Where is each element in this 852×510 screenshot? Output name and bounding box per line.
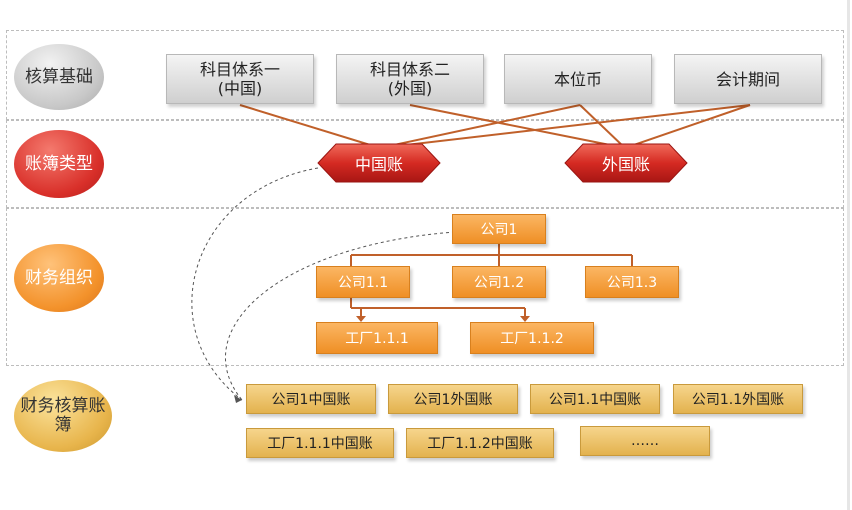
book-company1-1-foreign: 公司1.1外国账: [673, 384, 803, 414]
basis-box-period: 会计期间: [674, 54, 822, 104]
ledger-foreign-label: 外国账: [601, 155, 650, 174]
band-accounting-basis: [6, 30, 844, 120]
book-company1-1-china: 公司1.1中国账: [530, 384, 660, 414]
hexagon-shape: [564, 143, 688, 183]
row-label-financial-org: 财务组织: [14, 244, 104, 312]
line-basis1-china: [239, 104, 381, 149]
book-factory1-1-1-china: 工厂1.1.1中国账: [246, 428, 394, 458]
arrow-factory-2: [520, 316, 530, 322]
org-node-company-1-3: 公司1.3: [585, 266, 679, 298]
book-factory1-1-2-china: 工厂1.1.2中国账: [406, 428, 554, 458]
ledger-hex-china: 中国账: [316, 142, 442, 184]
line-period-foreign: [624, 104, 751, 149]
basis-box-chart-of-accounts-1: 科目体系一 (中国): [166, 54, 314, 104]
org-node-company-1-1: 公司1.1: [316, 266, 410, 298]
band-financial-org: [6, 208, 844, 366]
basis-box-chart-of-accounts-2: 科目体系二 (外国): [336, 54, 484, 104]
book-company1-china: 公司1中国账: [246, 384, 376, 414]
band-ledger-type: [6, 120, 844, 208]
row-label-accounting-ledger: 财务核算账簿: [14, 380, 112, 452]
line-period-china: [379, 104, 751, 149]
line-currency-china: [379, 104, 581, 149]
book-more: ……: [580, 426, 710, 456]
vertical-scrollbar[interactable]: [847, 0, 850, 510]
arrow-factory-1: [356, 316, 366, 322]
org-node-root: 公司1: [452, 214, 546, 244]
ledger-hex-foreign: 外国账: [563, 142, 689, 184]
ledger-china-label: 中国账: [354, 155, 403, 174]
line-basis2-foreign: [409, 104, 626, 149]
row-label-ledger-type: 账簿类型: [14, 130, 104, 198]
dashed-arrow-org-to-books: [224, 231, 456, 401]
dashed-arrow-china-to-books: [191, 167, 319, 401]
dashed-arrowhead: [234, 395, 242, 403]
org-node-factory-1-1-2: 工厂1.1.2: [470, 322, 594, 354]
basis-box-currency: 本位币: [504, 54, 652, 104]
hexagon-shape: [317, 143, 441, 183]
line-currency-foreign: [579, 104, 626, 149]
book-company1-foreign: 公司1外国账: [388, 384, 518, 414]
org-node-company-1-2: 公司1.2: [452, 266, 546, 298]
row-label-accounting-basis: 核算基础: [14, 44, 104, 110]
org-node-factory-1-1-1: 工厂1.1.1: [316, 322, 438, 354]
